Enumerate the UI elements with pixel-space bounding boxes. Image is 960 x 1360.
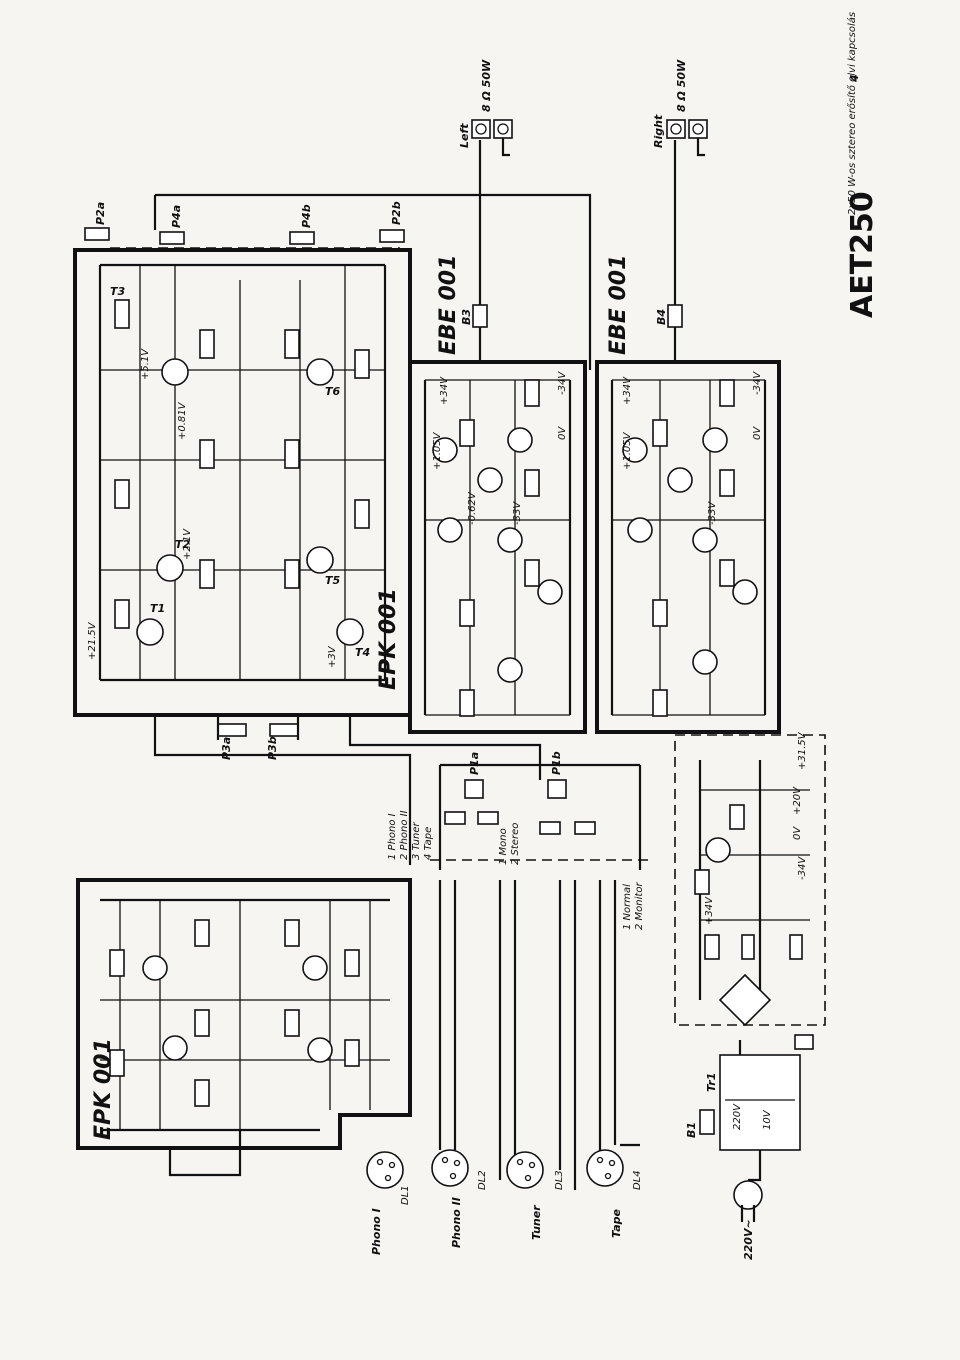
mode-item-1: 1 Mono (498, 828, 509, 865)
label-p1b: P1b (550, 751, 563, 775)
voltage-label-7: +1.05V (432, 431, 443, 470)
power-supply: +31.5V +20V 0V -34V +34V (674, 731, 826, 1027)
label-t2-top: T2 (175, 538, 191, 551)
connector-id-dl1: DL1 (400, 1185, 411, 1205)
document-caption: 2x50 W-os sztereo erősítő elvi kapcsolás (846, 12, 858, 215)
ekm-top-module: EPK 001 T3 T1 T2 (73, 248, 412, 717)
label-t5-top: T5 (325, 574, 341, 587)
left-output: B3 Left 8 Ω 50W (458, 59, 513, 362)
label-p2b: P2b (390, 201, 403, 225)
connector-id-dl4: DL4 (632, 1170, 643, 1190)
label-b4: B4 (655, 309, 668, 325)
connector-label-phono2: Phono II (450, 1197, 463, 1248)
label-tr1: Tr1 (705, 1073, 718, 1092)
voltage-label-2: +2.1V (182, 528, 193, 560)
ekm-bottom-module: EPK 001 (76, 878, 412, 1150)
rail-neg34v: -34V (797, 856, 808, 880)
monitor-item-2: 2 Monitor (634, 882, 645, 930)
rail-pos34v: +34V (704, 896, 715, 925)
selector-item-1: 1 Phono I (387, 813, 398, 860)
connector-label-tape: Tape (610, 1209, 623, 1238)
ebe-left-module: EBE 001 +34V +1.05V -0.62V -33V -34V 0V (408, 255, 587, 734)
transformer: Tr1 220V 10V B1 (685, 1040, 801, 1182)
document-title: AET250 (845, 191, 880, 318)
output-left-label: Left (458, 123, 471, 148)
label-t4-top: T4 (355, 646, 370, 659)
pilot-lamp (794, 1034, 814, 1050)
ebe-right-label: EBE 001 (606, 255, 631, 355)
voltage-label-5: +3V (327, 645, 338, 668)
pot-p2-p4: P2a P4a P4b P2b (84, 201, 405, 245)
ebe-left-label: EBE 001 (436, 255, 461, 355)
label-secondary: 10V (762, 1109, 773, 1130)
voltage-label-14: -33V (707, 501, 718, 525)
voltage-label-9: -33V (512, 501, 523, 525)
connector-id-dl3: DL3 (554, 1170, 565, 1190)
ebe-right-module: EBE 001 +34V +1.05V -33V -34V 0V (595, 255, 781, 734)
voltage-label-10: -34V (557, 371, 568, 395)
page-number: 4 (848, 74, 861, 83)
voltage-label-11: 0V (557, 426, 568, 440)
voltage-label-6: +34V (439, 376, 450, 405)
rail-20v: +20V (792, 786, 803, 815)
voltage-label-13: +1.05V (622, 431, 633, 470)
connector-id-dl2: DL2 (477, 1170, 488, 1190)
label-p3a: P3a (220, 737, 233, 760)
rail-31v5: +31.5V (797, 731, 808, 770)
voltage-label-3: +0.81V (177, 401, 188, 440)
label-mains: 220V~ (742, 1219, 755, 1260)
selector-item-2: 2 Phono II (399, 810, 410, 860)
label-t6-top: T6 (325, 385, 341, 398)
connector-phono1: Phono I DL1 (366, 1151, 411, 1255)
connector-tuner: Tuner DL3 (506, 1151, 565, 1240)
right-output: B4 Right 8 Ω 50W (652, 59, 708, 362)
selector-item-4: 4 Tape (423, 827, 434, 860)
mode-item-2: 2 Stereo (510, 823, 521, 865)
label-p4a: P4a (170, 205, 183, 228)
signal-bus (153, 715, 617, 1190)
output-right-load: 8 Ω 50W (675, 59, 688, 112)
voltage-label-8: -0.62V (467, 491, 478, 525)
label-b1: B1 (685, 1122, 698, 1138)
ekm-top-label: EPK 001 (376, 588, 401, 690)
label-t3-top: T3 (110, 285, 126, 298)
connector-label-tuner: Tuner (530, 1205, 543, 1240)
pot-p3: P3a P3b (216, 715, 300, 760)
selector-item-3: 3 Tuner (411, 822, 422, 860)
monitor-item-1: 1 Normal (622, 884, 633, 930)
label-p3b: P3b (266, 736, 279, 760)
connector-phono2: Phono II DL2 (431, 1149, 488, 1248)
input-selector: P1a P1b 1 Phono I 2 Phono II 3 Tuner 4 T… (387, 751, 650, 930)
mains-plug: 220V~ (733, 1180, 763, 1260)
rail-0v: 0V (792, 826, 803, 840)
label-t1-top: T1 (150, 602, 165, 615)
voltage-label-15: -34V (752, 371, 763, 395)
label-b3: B3 (460, 309, 473, 325)
voltage-label-1: +21.5V (87, 621, 98, 660)
voltage-label-12: +34V (622, 376, 633, 405)
label-p1a: P1a (468, 752, 481, 775)
connector-label-phono1: Phono I (370, 1208, 383, 1255)
label-primary: 220V (732, 1103, 743, 1130)
title-block: AET250 2x50 W-os sztereo erősítő elvi ka… (845, 12, 880, 318)
voltage-label-16: 0V (752, 426, 763, 440)
output-right-label: Right (652, 114, 665, 148)
label-p4b: P4b (300, 204, 313, 228)
output-left-load: 8 Ω 50W (480, 59, 493, 112)
connector-tape: Tape DL4 (586, 1143, 643, 1238)
voltage-label-4: +5.1V (140, 348, 151, 380)
label-p2a: P2a (94, 202, 107, 225)
